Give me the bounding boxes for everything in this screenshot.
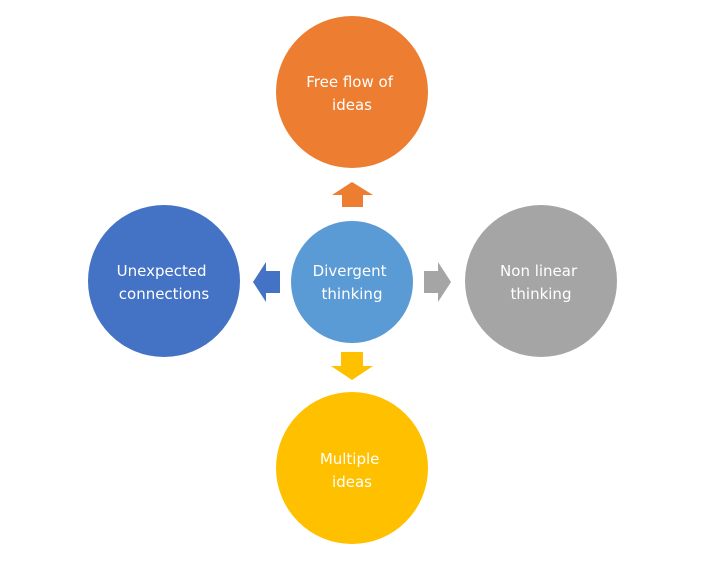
arrow-right-icon bbox=[424, 262, 451, 302]
label-unexpected-connections: Unexpected connections bbox=[117, 262, 212, 303]
label-unexpected-connections-line-2: connections bbox=[119, 285, 210, 303]
node-unexpected-connections: Unexpected connections bbox=[88, 205, 280, 357]
label-free-flow-of-ideas: Free flow of ideas bbox=[306, 73, 398, 114]
node-free-flow-of-ideas: Free flow of ideas bbox=[276, 16, 428, 207]
circle-free-flow-of-ideas bbox=[276, 16, 428, 168]
center-label-line-2: thinking bbox=[322, 285, 383, 303]
center-circle bbox=[291, 221, 413, 343]
node-non-linear-thinking: Non linear thinking bbox=[424, 205, 617, 357]
label-non-linear-thinking-line-1: Non linear bbox=[500, 262, 578, 280]
label-free-flow-of-ideas-line-1: Free flow of bbox=[306, 73, 393, 91]
label-unexpected-connections-line-1: Unexpected bbox=[117, 262, 207, 280]
center-label: Divergent thinking bbox=[313, 262, 392, 303]
label-multiple-ideas-line-1: Multiple bbox=[320, 450, 380, 468]
label-free-flow-of-ideas-line-2: ideas bbox=[332, 96, 372, 114]
arrow-down-icon bbox=[331, 352, 373, 380]
label-non-linear-thinking-line-2: thinking bbox=[511, 285, 572, 303]
circle-unexpected-connections bbox=[88, 205, 240, 357]
circle-non-linear-thinking bbox=[465, 205, 617, 357]
node-multiple-ideas: Multiple ideas bbox=[276, 352, 428, 544]
label-multiple-ideas-line-2: ideas bbox=[332, 473, 372, 491]
label-multiple-ideas: Multiple ideas bbox=[320, 450, 384, 491]
arrow-up-icon bbox=[332, 182, 373, 207]
center-node: Divergent thinking bbox=[291, 221, 413, 343]
arrow-left-icon bbox=[253, 262, 280, 302]
center-label-line-1: Divergent bbox=[313, 262, 387, 280]
label-non-linear-thinking: Non linear thinking bbox=[500, 262, 582, 303]
circle-multiple-ideas bbox=[276, 392, 428, 544]
